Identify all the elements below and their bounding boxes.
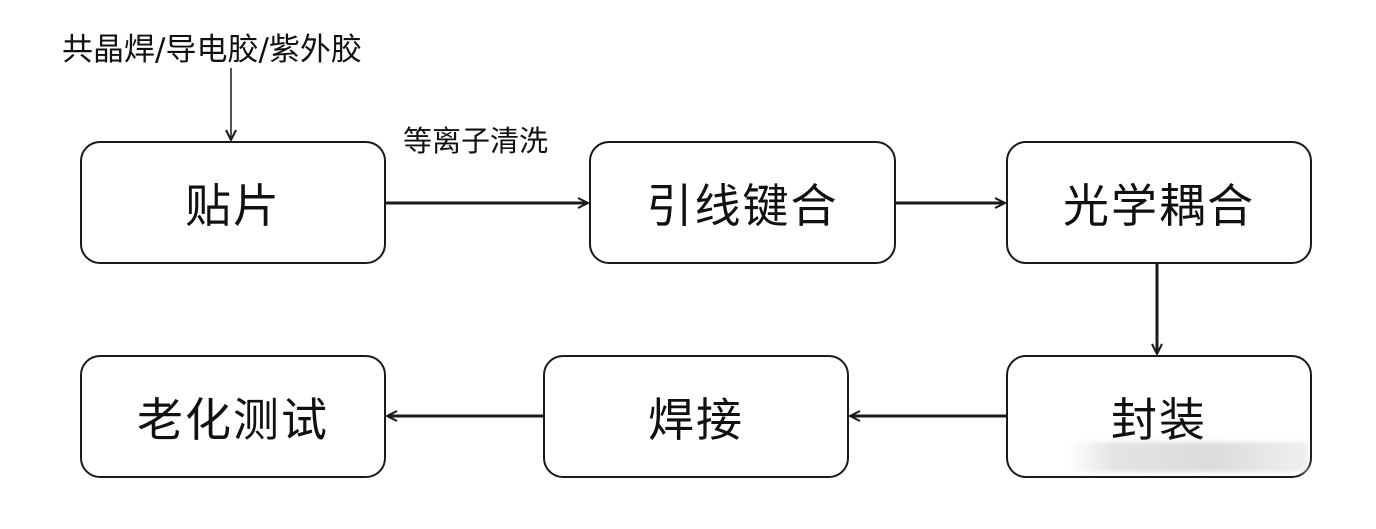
step-soldering: 焊接 xyxy=(543,355,849,478)
step-wire-bonding-label: 引线键合 xyxy=(646,178,839,233)
step-die-attach: 贴片 xyxy=(80,141,386,264)
step-soldering-label: 焊接 xyxy=(648,392,744,447)
step-optical-coupling: 光学耦合 xyxy=(1006,141,1312,264)
step-aging-test: 老化测试 xyxy=(80,355,386,478)
step-aging-test-label: 老化测试 xyxy=(137,392,329,447)
step-packaging-label: 封装 xyxy=(1111,392,1207,447)
input-materials-label: 共晶焊/导电胶/紫外胶 xyxy=(62,32,362,68)
blurred-watermark xyxy=(1066,442,1308,472)
step-die-attach-label: 贴片 xyxy=(185,178,281,233)
step-optical-coupling-label: 光学耦合 xyxy=(1063,178,1255,233)
step-wire-bonding: 引线键合 xyxy=(589,141,896,264)
plasma-cleaning-label: 等离子清洗 xyxy=(403,124,549,158)
